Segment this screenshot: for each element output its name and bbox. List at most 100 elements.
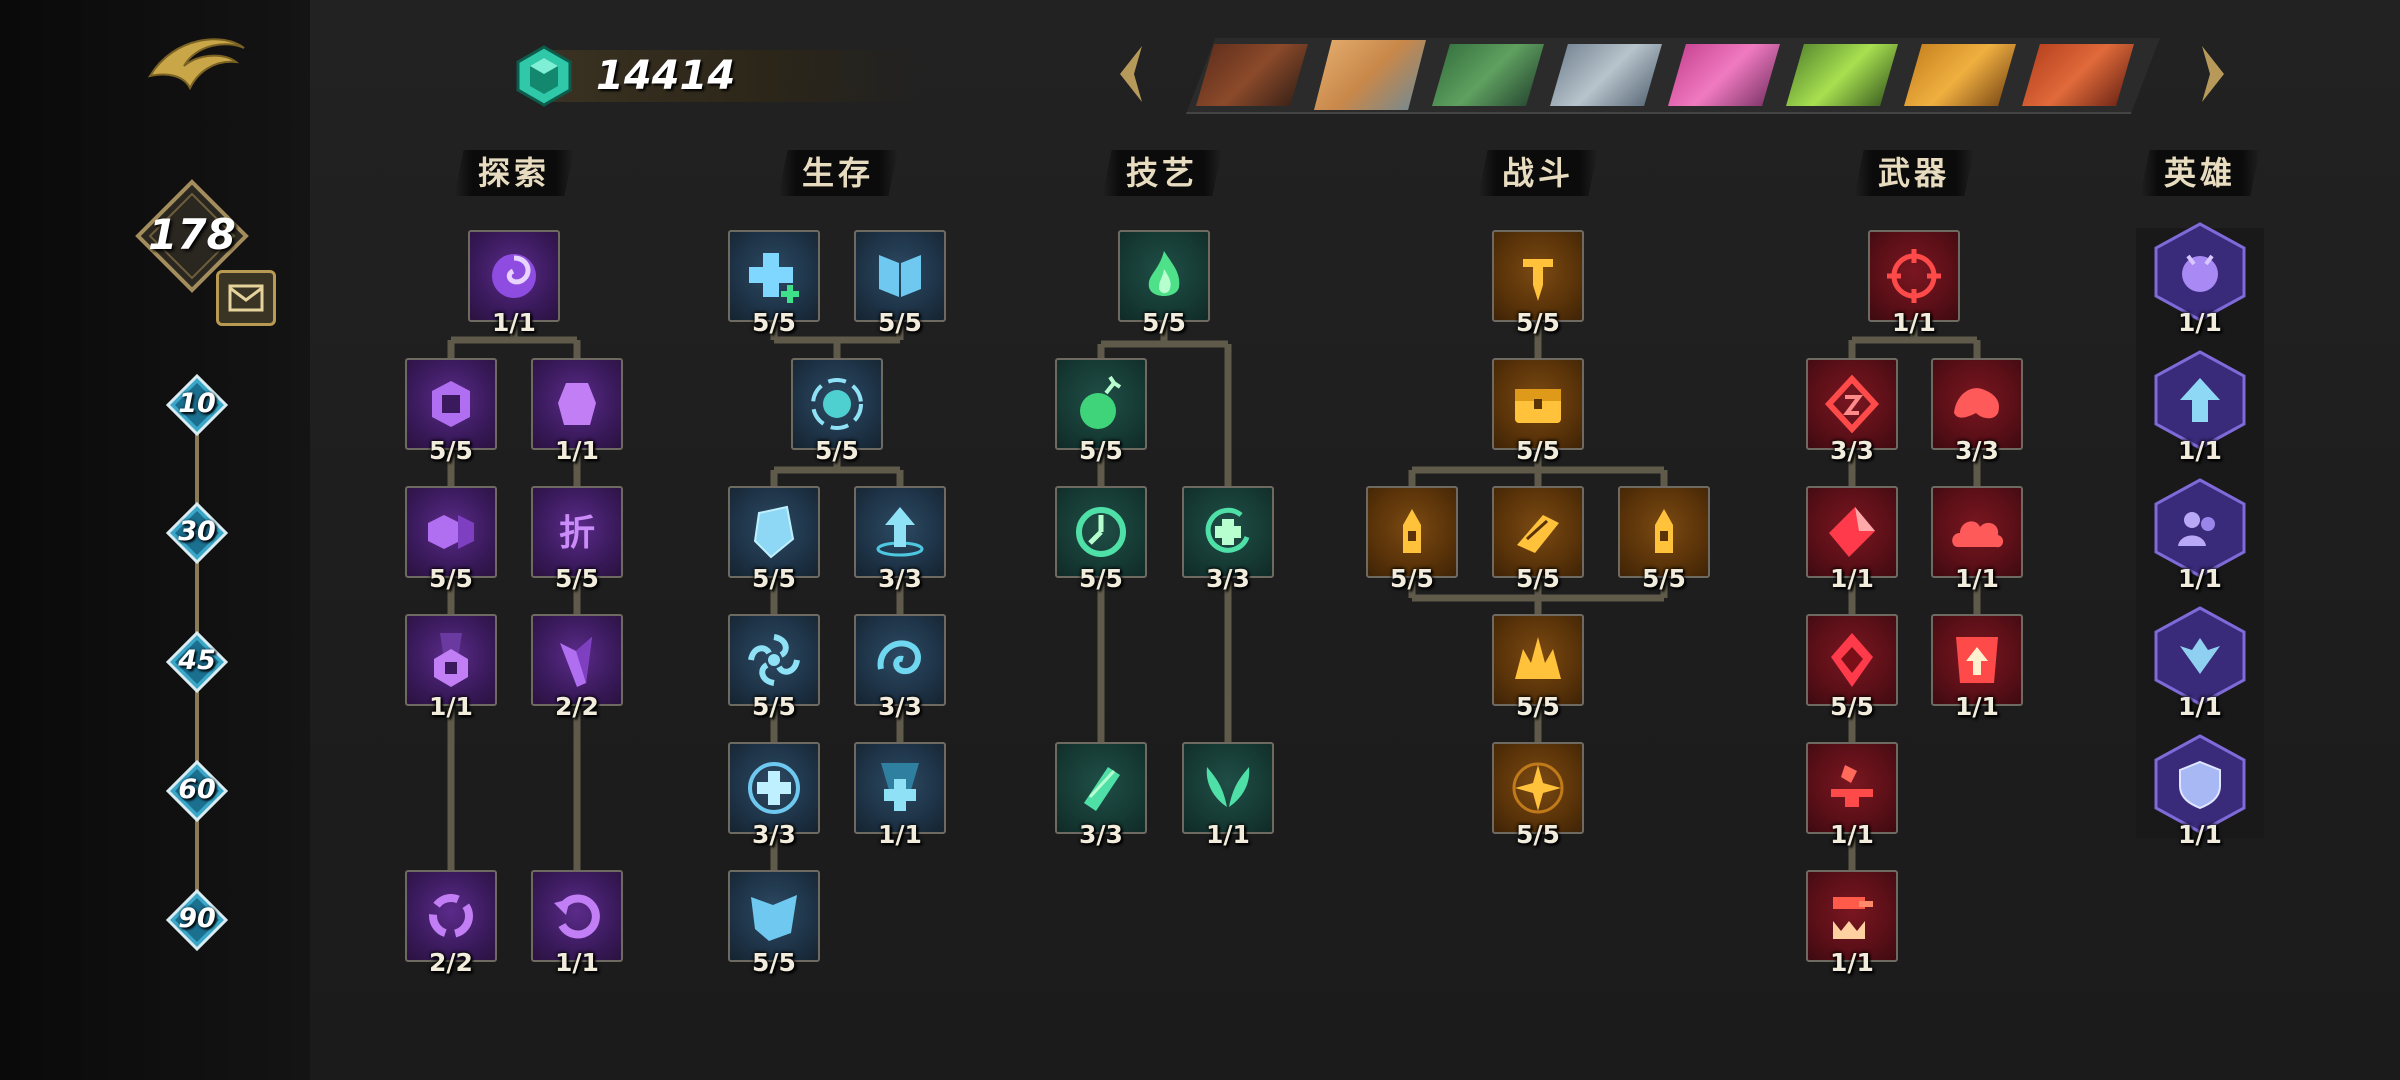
mail-button[interactable]: [216, 270, 276, 326]
bomb-icon: [1080, 375, 1122, 429]
talent-level: 1/1: [1892, 308, 1936, 337]
talent-level: 1/1: [492, 308, 536, 337]
talent-survive-shield-plate[interactable]: [728, 870, 820, 962]
talent-hero-3[interactable]: [2154, 478, 2246, 578]
milestone-label: 90: [178, 903, 216, 934]
talent-explore-coin-glow[interactable]: [405, 614, 497, 706]
milestone-45[interactable]: 45: [165, 630, 229, 694]
currency-amount: 14414: [596, 53, 736, 99]
carousel-prev-arrow-icon[interactable]: [1114, 44, 1148, 104]
talent-hero-2[interactable]: [2154, 350, 2246, 450]
talent-weapon-anvil[interactable]: [1806, 742, 1898, 834]
hex-frame-icon: [2154, 478, 2246, 578]
talent-explore-coins[interactable]: [405, 486, 497, 578]
talent-weapon-gem[interactable]: [1806, 614, 1898, 706]
talent-combat-ammo[interactable]: [1492, 486, 1584, 578]
milestone-30[interactable]: 30: [165, 501, 229, 565]
shield-icon: [753, 505, 795, 559]
hero-portrait-4[interactable]: [1550, 44, 1662, 106]
talent-level: 1/1: [878, 820, 922, 849]
milestone-diamond-icon: [165, 501, 229, 565]
talent-survive-heal-plus[interactable]: [728, 230, 820, 322]
talent-combat-star[interactable]: [1492, 742, 1584, 834]
talent-hero-5[interactable]: [2154, 734, 2246, 834]
talent-explore-crystal[interactable]: [531, 614, 623, 706]
talent-weapon-diamond[interactable]: [1806, 486, 1898, 578]
talent-survive-heal-circle[interactable]: [728, 742, 820, 834]
hero-portrait-6[interactable]: [1786, 44, 1898, 106]
talent-weapon-muscle[interactable]: [1931, 358, 2023, 450]
talent-weapon-crosshair[interactable]: [1868, 230, 1960, 322]
carousel-next-arrow-icon[interactable]: [2196, 44, 2230, 104]
talent-level: 5/5: [1079, 436, 1123, 465]
hero-portrait-5[interactable]: [1668, 44, 1780, 106]
talent-craft-flame[interactable]: [1118, 230, 1210, 322]
gem-shard-icon: [1831, 633, 1873, 687]
muscle-icon: [1954, 388, 2000, 419]
hero-portrait-2-selected[interactable]: [1314, 40, 1426, 110]
talent-survive-orb[interactable]: [791, 358, 883, 450]
talent-combat-burst[interactable]: [1492, 614, 1584, 706]
talent-level: 1/1: [555, 436, 599, 465]
talent-craft-bomb[interactable]: [1055, 358, 1147, 450]
milestone-90[interactable]: 90: [165, 888, 229, 952]
talent-weapon-rune[interactable]: [1806, 358, 1898, 450]
talent-hero-4[interactable]: [2154, 606, 2246, 706]
back-logo-icon[interactable]: [144, 26, 248, 94]
talent-weapon-cloud[interactable]: [1931, 486, 2023, 578]
hero-portrait-8[interactable]: [2022, 44, 2134, 106]
talent-survive-spin[interactable]: [728, 614, 820, 706]
talent-combat-bullet-left[interactable]: [1366, 486, 1458, 578]
talent-explore-cycle[interactable]: [405, 870, 497, 962]
hero-portrait-1[interactable]: [1196, 44, 1308, 106]
talent-explore-return[interactable]: [531, 870, 623, 962]
column-title-combat: 战斗: [1478, 150, 1598, 196]
talent-craft-wings[interactable]: [1182, 742, 1274, 834]
talent-combat-sword[interactable]: [1492, 230, 1584, 322]
milestone-diamond-icon: [165, 630, 229, 694]
orb-icon: [811, 378, 863, 430]
talent-level: 1/1: [2178, 308, 2222, 337]
talent-level: 3/3: [1079, 820, 1123, 849]
talent-level: 3/3: [878, 692, 922, 721]
armor-icon: [879, 255, 921, 297]
talent-explore-coin[interactable]: [405, 358, 497, 450]
diamond-frame-icon: [135, 179, 249, 293]
milestone-label: 10: [178, 388, 216, 419]
crystal-icon: [560, 637, 592, 687]
talent-explore-bag[interactable]: [531, 358, 623, 450]
currency-bar: [540, 50, 920, 102]
talent-survive-armor[interactable]: [854, 230, 946, 322]
talent-hero-1[interactable]: [2154, 222, 2246, 322]
talent-survive-swirl[interactable]: [854, 614, 946, 706]
coins-icon: [428, 515, 474, 549]
talent-level: 5/5: [1142, 308, 1186, 337]
talent-weapon-forge[interactable]: [1806, 870, 1898, 962]
burst-icon: [1515, 637, 1561, 679]
coin-glow-icon: [434, 633, 468, 687]
talent-level: 1/1: [1206, 820, 1250, 849]
bag-icon: [558, 383, 596, 425]
talent-level: 5/5: [752, 948, 796, 977]
talent-survive-heal-beam[interactable]: [854, 742, 946, 834]
talent-level: 3/3: [1830, 436, 1874, 465]
hero-portrait-3[interactable]: [1432, 44, 1544, 106]
talent-craft-timer[interactable]: [1055, 486, 1147, 578]
cloud-icon: [1952, 521, 2004, 548]
talent-survive-arrow-up[interactable]: [854, 486, 946, 578]
talent-survive-shield[interactable]: [728, 486, 820, 578]
milestone-60[interactable]: 60: [165, 759, 229, 823]
talent-combat-chest[interactable]: [1492, 358, 1584, 450]
bullet-icon: [1655, 509, 1673, 553]
talent-combat-bullet-right[interactable]: [1618, 486, 1710, 578]
talent-craft-regen[interactable]: [1182, 486, 1274, 578]
talent-weapon-upgrade[interactable]: [1931, 614, 2023, 706]
talent-level: 5/5: [1516, 436, 1560, 465]
milestone-10[interactable]: 10: [165, 373, 229, 437]
talent-explore-vortex[interactable]: [468, 230, 560, 322]
talent-explore-discount[interactable]: 折: [531, 486, 623, 578]
talent-craft-scroll[interactable]: [1055, 742, 1147, 834]
spin-icon: [748, 634, 800, 686]
chest-icon: [1515, 389, 1561, 423]
hero-portrait-7[interactable]: [1904, 44, 2016, 106]
